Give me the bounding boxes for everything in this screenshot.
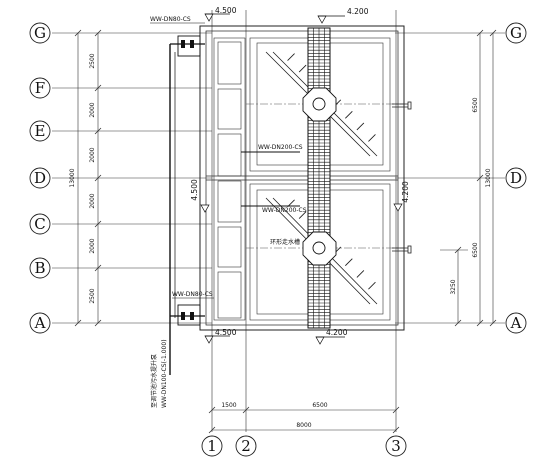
elevation-labels: 4.500 4.200 4.500 4.200 4.500 4.200	[190, 6, 410, 337]
pipe-label-top-inlet: WW-DN80-CS	[150, 16, 191, 23]
grid-label-a-right: A	[510, 314, 522, 332]
mid-divider	[206, 175, 398, 181]
pipe-label-riser: WW-DN100-CS(-1.000)	[161, 339, 168, 408]
pipe-label-lower-cell: WW-DN200-CS	[262, 207, 307, 214]
level-bottom-right: 4.200	[326, 328, 348, 337]
dim-right-lower: 6500	[472, 242, 479, 257]
outlet-stubs	[392, 101, 412, 254]
pipe-labels: WW-DN80-CS WW-DN80-CS WW-DN200-CS WW-DN2…	[150, 16, 307, 408]
octagon-equipment	[302, 87, 337, 266]
pipe-label-equipment: 环形走水槽	[270, 238, 300, 246]
grid-label-f: F	[35, 79, 45, 97]
pipe-label-riser-note: 至调节池污水提升泵	[150, 354, 158, 408]
grid-label-1: 1	[207, 437, 217, 455]
grid-label-g: G	[34, 24, 46, 42]
grid-label-b: B	[34, 259, 45, 277]
level-mid-left: 4.500	[190, 179, 199, 201]
level-top-right: 4.200	[347, 7, 369, 16]
grid-bubbles-bottom: 1 2 3	[201, 435, 407, 457]
grid-label-g-right: G	[510, 24, 522, 42]
level-mid-right: 4.200	[401, 181, 410, 203]
inlet-manifold	[169, 35, 300, 375]
central-grating	[307, 27, 331, 329]
grid-label-c: C	[34, 215, 45, 233]
centre-lines	[246, 103, 404, 249]
grid-label-2: 2	[241, 437, 251, 455]
elevation-markers	[200, 13, 403, 345]
dim-bottom-total: 8000	[296, 422, 311, 429]
dim-left-d-c: 2000	[89, 193, 96, 208]
dim-bottom-2-3: 6500	[312, 402, 327, 409]
grid-label-e: E	[35, 122, 46, 140]
dim-left-g-f: 2500	[89, 53, 96, 68]
dim-left-f-e: 2000	[89, 102, 96, 117]
dim-right-total: 13000	[485, 168, 492, 187]
level-top-left: 4.500	[215, 6, 237, 15]
grid-bubbles-right: G D A	[505, 22, 527, 334]
dim-right-upper: 6500	[472, 97, 479, 112]
dim-left-e-d: 2000	[89, 147, 96, 162]
level-bottom-left: 4.500	[215, 328, 237, 337]
pipe-label-upper-cell: WW-DN200-CS	[258, 144, 303, 151]
grid-label-a: A	[34, 314, 46, 332]
tank-outline	[199, 25, 405, 331]
dimension-left-labels: 2500 2000 2000 2000 2000 2500 13000	[69, 53, 96, 303]
dim-right-offset: 3250	[450, 279, 457, 294]
dim-bottom-1-2: 1500	[221, 402, 236, 409]
dim-left-c-b: 2000	[89, 238, 96, 253]
pipe-label-bottom-inlet: WW-DN80-CS	[172, 291, 213, 298]
dimension-left	[74, 29, 102, 327]
left-channel	[213, 37, 246, 321]
grid-label-d-right: D	[510, 169, 522, 187]
dimension-right-labels: 6500 6500 13000 3250	[450, 97, 492, 294]
dim-left-b-a: 2500	[89, 288, 96, 303]
grid-label-d: D	[34, 169, 46, 187]
dimension-bottom-labels: 1500 6500 8000	[221, 402, 327, 429]
dim-left-total: 13000	[69, 168, 76, 187]
pipe-flanges	[181, 40, 194, 320]
dimension-bottom	[208, 406, 400, 434]
grid-label-3: 3	[391, 437, 401, 455]
grid-bubbles-left: G F E D C B A	[29, 22, 51, 334]
dimension-right	[440, 29, 497, 327]
